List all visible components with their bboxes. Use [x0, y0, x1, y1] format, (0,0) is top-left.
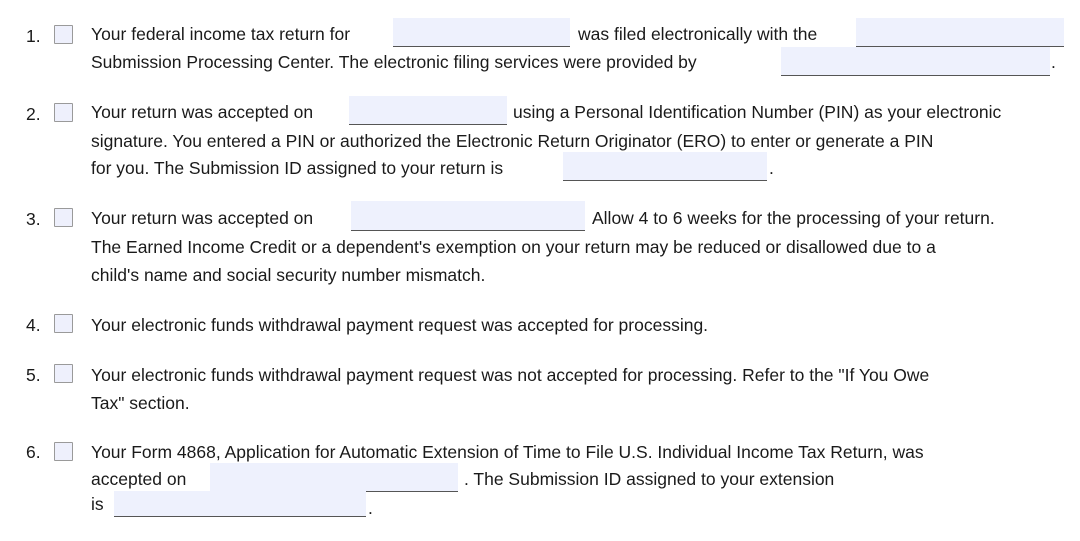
item-number: 3. [26, 209, 41, 229]
item-text: for you. The Submission ID assigned to y… [91, 158, 504, 178]
accepted-date-input[interactable] [351, 201, 585, 230]
extension-submission-id-field[interactable] [114, 491, 366, 517]
item-text: Your return was accepted on [91, 102, 314, 122]
extension-submission-id-input[interactable] [114, 491, 366, 516]
period: . [368, 498, 373, 518]
item-text: using a Personal Identification Number (… [513, 102, 1002, 122]
item-number: 1. [26, 26, 41, 46]
submission-id-input[interactable] [563, 152, 767, 180]
item-text: Submission Processing Center. The electr… [91, 52, 697, 72]
item-text: Your electronic funds withdrawal payment… [91, 315, 709, 335]
item-number: 5. [26, 365, 41, 385]
provider-input[interactable] [781, 47, 1050, 75]
item-3-checkbox[interactable] [54, 208, 73, 227]
item-text: The Earned Income Credit or a dependent'… [91, 237, 936, 257]
item-number: 4. [26, 315, 41, 335]
item-text: Your federal income tax return for [91, 24, 351, 44]
item-4-checkbox[interactable] [54, 314, 73, 333]
extension-accepted-date-field[interactable] [210, 463, 458, 492]
item-1-checkbox[interactable] [54, 25, 73, 44]
item-text: Allow 4 to 6 weeks for the processing of… [592, 208, 995, 228]
accepted-date-field[interactable] [351, 201, 585, 231]
provider-field[interactable] [781, 47, 1050, 76]
submission-id-field[interactable] [563, 152, 767, 181]
period: . [1051, 52, 1056, 72]
accepted-date-field[interactable] [349, 96, 507, 125]
item-number: 6. [26, 442, 41, 462]
period: . [769, 158, 774, 178]
item-text: was filed electronically with the [578, 24, 818, 44]
accepted-date-input[interactable] [349, 96, 507, 124]
item-6-checkbox[interactable] [54, 442, 73, 461]
tax-year-input[interactable] [393, 18, 570, 46]
item-text: Your Form 4868, Application for Automati… [91, 442, 924, 462]
item-text: child's name and social security number … [91, 265, 486, 285]
item-text: . The Submission ID assigned to your ext… [464, 469, 835, 489]
submission-center-field[interactable] [856, 18, 1064, 47]
item-text: Your electronic funds withdrawal payment… [91, 365, 930, 385]
item-text: accepted on [91, 469, 187, 489]
item-text: is [91, 494, 104, 514]
item-text: Tax" section. [91, 393, 190, 413]
tax-year-field[interactable] [393, 18, 570, 47]
item-text: signature. You entered a PIN or authoriz… [91, 131, 934, 151]
submission-center-input[interactable] [856, 18, 1064, 46]
item-number: 2. [26, 104, 41, 124]
extension-accepted-date-input[interactable] [210, 463, 458, 491]
item-2-checkbox[interactable] [54, 103, 73, 122]
item-text: Your return was accepted on [91, 208, 314, 228]
item-5-checkbox[interactable] [54, 364, 73, 383]
